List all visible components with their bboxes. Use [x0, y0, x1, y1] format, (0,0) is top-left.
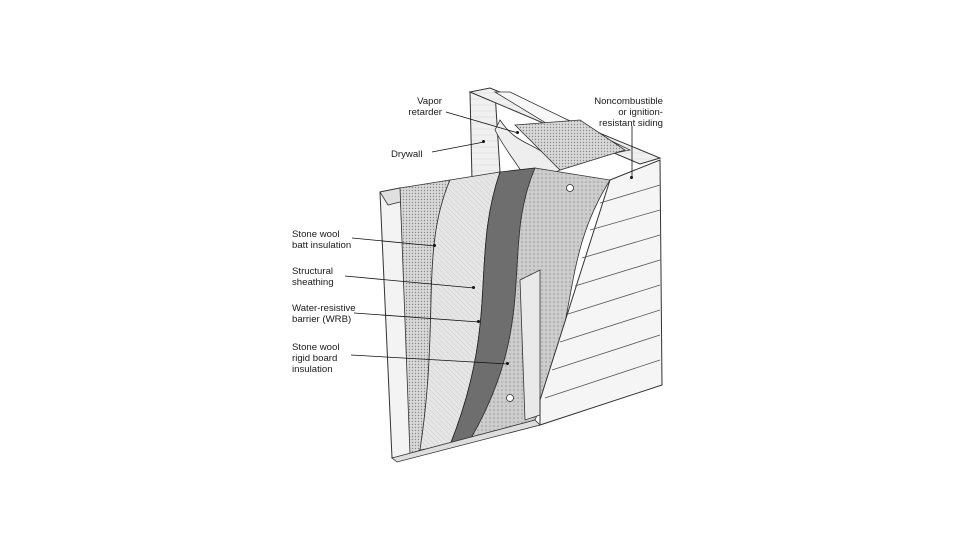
rigid-dot	[506, 362, 509, 365]
vapor-retarder-dot	[516, 131, 519, 134]
label-structural-sheathing: Structural sheathing	[292, 266, 334, 288]
wrb-dot	[477, 320, 480, 323]
sheathing-dot	[472, 286, 475, 289]
label-wrb: Water-resistive barrier (WRB)	[292, 303, 356, 325]
siding-boards	[539, 159, 663, 426]
label-vapor-retarder: Vapor retarder	[408, 96, 442, 118]
bottom-plate	[391, 419, 541, 463]
fastener-top	[566, 184, 574, 192]
upper-insulation-block	[514, 119, 626, 171]
leader-lines	[344, 111, 633, 365]
label-drywall: Drywall	[391, 149, 423, 160]
drywall-dot	[482, 140, 485, 143]
siding-dot	[630, 176, 633, 179]
label-rigid-board-insulation: Stone wool rigid board insulation	[292, 342, 340, 375]
label-siding: Noncombustible or ignition- resistant si…	[594, 96, 663, 129]
batt-dot	[433, 244, 436, 247]
fastener-bottom	[506, 394, 514, 402]
label-batt-insulation: Stone wool batt insulation	[292, 229, 352, 251]
